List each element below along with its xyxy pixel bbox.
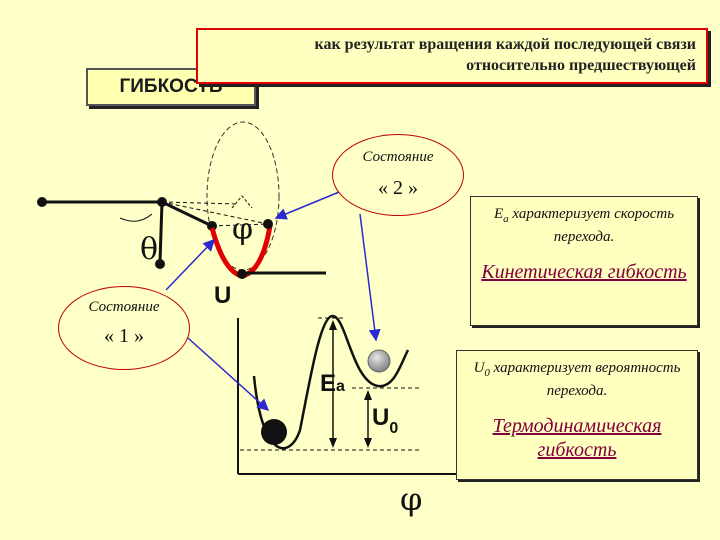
atom-left (37, 197, 47, 207)
rotation-note-line1: как результат вращения каждой последующе… (216, 34, 696, 55)
phi-axis-label: φ (400, 480, 422, 518)
thermodynamic-flexibility-box: U0 характеризует вероятность перехода. Т… (456, 350, 698, 480)
atom-bottom-right (263, 219, 273, 229)
rotation-note-box: как результат вращения каждой последующе… (196, 28, 708, 84)
u-axis-label: U (214, 282, 231, 310)
thermo-description: U0 характеризует вероятность перехода. (457, 359, 697, 400)
cone-line-2 (162, 202, 238, 204)
rotation-note: как результат вращения каждой последующе… (216, 34, 696, 76)
ball-state-1 (261, 419, 287, 445)
thermodynamic-flexibility-link[interactable]: Термодинамическая гибкость (457, 414, 697, 462)
thermo-desc-text: характеризует вероятность перехода. (490, 360, 681, 399)
theta-arc (120, 214, 152, 221)
arrow-state2-to-ball (360, 214, 376, 340)
state-1-label: Состояние (59, 299, 189, 316)
phi-rotation-symbol: φ (232, 212, 253, 247)
u0-label: U0 (372, 404, 398, 432)
cone-apex (232, 196, 252, 208)
u0-label-sub: 0 (389, 420, 398, 437)
rotation-note-line2: относительно предшествующей (216, 55, 696, 76)
kinetic-desc-text: характеризует скорость перехода. (509, 206, 674, 245)
kinetic-flexibility-link[interactable]: Кинетическая гибкость (471, 260, 697, 284)
u0-label-main: U (372, 404, 389, 431)
ball-state-2 (368, 350, 390, 372)
state-1-bubble: Состояние « 1 » (58, 286, 190, 370)
bond-rotating (162, 202, 212, 226)
kinetic-description: Ea характеризует скорость перехода. (471, 205, 697, 246)
thermo-desc-symbol: U (474, 360, 485, 376)
ea-label-main: E (320, 370, 336, 397)
state-2-label: Состояние (333, 149, 463, 166)
state-2-bubble: Состояние « 2 » (332, 134, 464, 216)
arrow-state1-to-ball (188, 338, 268, 410)
arrow-state1-to-chain (166, 240, 214, 290)
state-2-number: « 2 » (333, 177, 463, 200)
ea-label: Ea (320, 370, 345, 398)
ea-label-sub: a (336, 378, 345, 395)
theta-symbol: θ (140, 232, 158, 267)
bond-lower (160, 202, 162, 262)
kinetic-flexibility-box: Ea характеризует скорость перехода. Кине… (470, 196, 698, 326)
state-1-number: « 1 » (59, 325, 189, 348)
kinetic-desc-symbol: E (494, 206, 503, 222)
